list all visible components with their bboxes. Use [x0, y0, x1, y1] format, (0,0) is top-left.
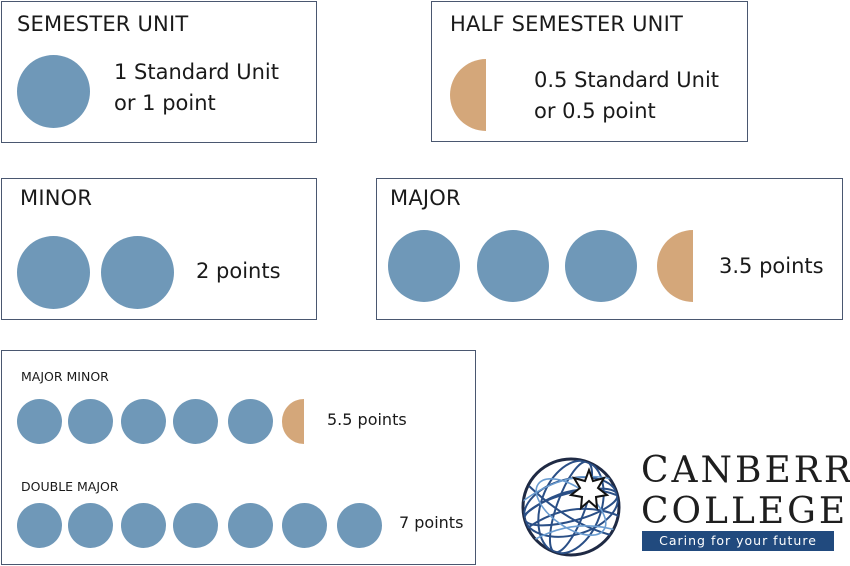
double-major-title: DOUBLE MAJOR	[21, 479, 119, 494]
major-points: 3.5 points	[719, 254, 824, 278]
major-full-circle	[388, 230, 460, 302]
globe-star-icon	[521, 457, 621, 557]
half-semester-unit-title: HALF SEMESTER UNIT	[450, 12, 683, 36]
double-major-full-circle	[228, 503, 273, 548]
double-major-full-circle	[173, 503, 218, 548]
major-full-circle	[477, 230, 549, 302]
half-semester-unit-line2: or 0.5 point	[534, 99, 656, 123]
semester-unit-line2: or 1 point	[114, 91, 216, 115]
minor-title: MINOR	[20, 186, 93, 210]
major-minor-full-circle	[17, 399, 62, 444]
major-full-circle	[565, 230, 637, 302]
double-major-full-circle	[121, 503, 166, 548]
major-minor-full-circle	[68, 399, 113, 444]
double-major-points: 7 points	[399, 513, 464, 532]
minor-full-circle	[101, 236, 174, 309]
double-major-full-circle	[17, 503, 62, 548]
major-minor-half-circle	[282, 399, 304, 444]
major-minor-full-circle	[228, 399, 273, 444]
major-minor-title: MAJOR MINOR	[21, 369, 109, 384]
logo-tagline: Caring for your future	[642, 531, 834, 551]
major-minor-points: 5.5 points	[327, 410, 407, 429]
semester-unit-line1: 1 Standard Unit	[114, 60, 279, 84]
minor-full-circle	[17, 236, 90, 309]
logo-word-canberra: CANBERRA	[641, 450, 850, 491]
minor-points: 2 points	[196, 259, 281, 283]
double-major-full-circle	[337, 503, 382, 548]
semester-unit-full-circle	[17, 55, 90, 128]
double-major-full-circle	[68, 503, 113, 548]
logo-word-college: COLLEGE	[641, 491, 849, 532]
half-semester-unit-line1: 0.5 Standard Unit	[534, 68, 720, 92]
major-minor-full-circle	[121, 399, 166, 444]
semester-unit-title: SEMESTER UNIT	[17, 12, 189, 36]
major-minor-full-circle	[173, 399, 218, 444]
double-major-full-circle	[282, 503, 327, 548]
major-title: MAJOR	[390, 186, 461, 210]
